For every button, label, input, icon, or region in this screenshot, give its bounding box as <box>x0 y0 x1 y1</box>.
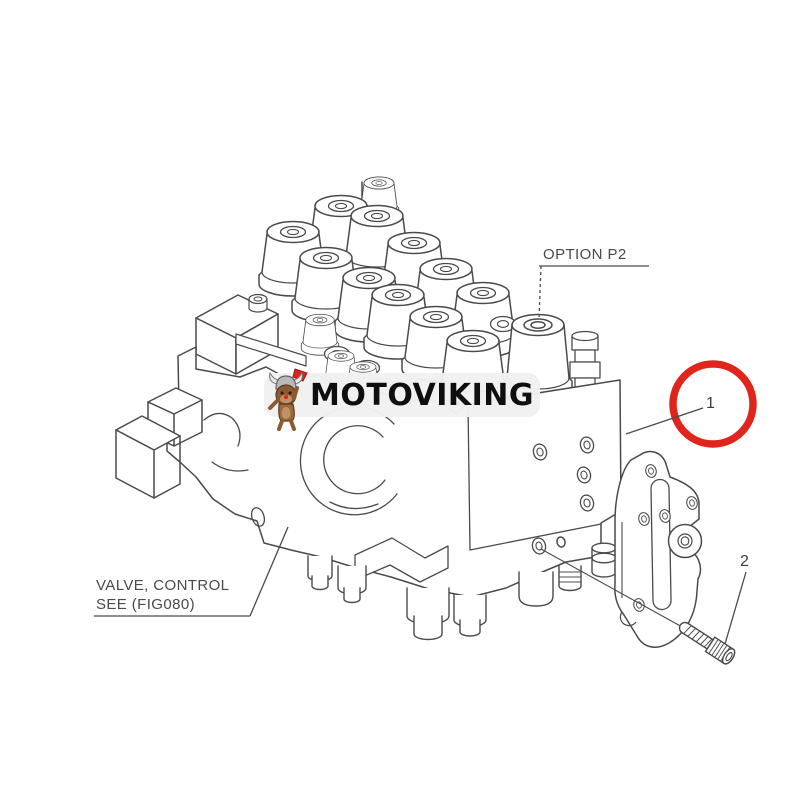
viking-dog-mascot-icon <box>268 368 308 431</box>
option-p2-drop-line <box>538 265 542 320</box>
part-callout-1: 1 <box>706 395 716 412</box>
mounting-bolt <box>678 621 736 665</box>
callout-2-leader <box>724 571 747 645</box>
bolt-axis-line <box>540 548 685 629</box>
option-p2-label: OPTION P2 <box>543 246 627 263</box>
valve-caps <box>258 176 601 407</box>
left-flange <box>115 387 203 499</box>
callout-1-leader <box>625 407 704 435</box>
end-cover-plate <box>614 450 703 648</box>
part-callout-2: 2 <box>740 553 750 570</box>
watermark-brand-text: MOTOVIKING <box>310 377 535 413</box>
valve-note-line1: VALVE, CONTROL <box>96 577 230 594</box>
rear-mount-block <box>195 293 307 375</box>
callout-circle-1 <box>669 360 757 448</box>
watermark-banner: MOTOVIKING <box>264 373 540 417</box>
end-block-ports <box>530 434 596 557</box>
valve-note-leader <box>249 526 289 617</box>
valve-control-note: VALVE, CONTROL SEE (FIG080) <box>96 576 229 614</box>
bottom-ports <box>307 542 617 641</box>
valve-note-line2: SEE (FIG080) <box>96 596 195 613</box>
leader-lines <box>94 265 747 645</box>
